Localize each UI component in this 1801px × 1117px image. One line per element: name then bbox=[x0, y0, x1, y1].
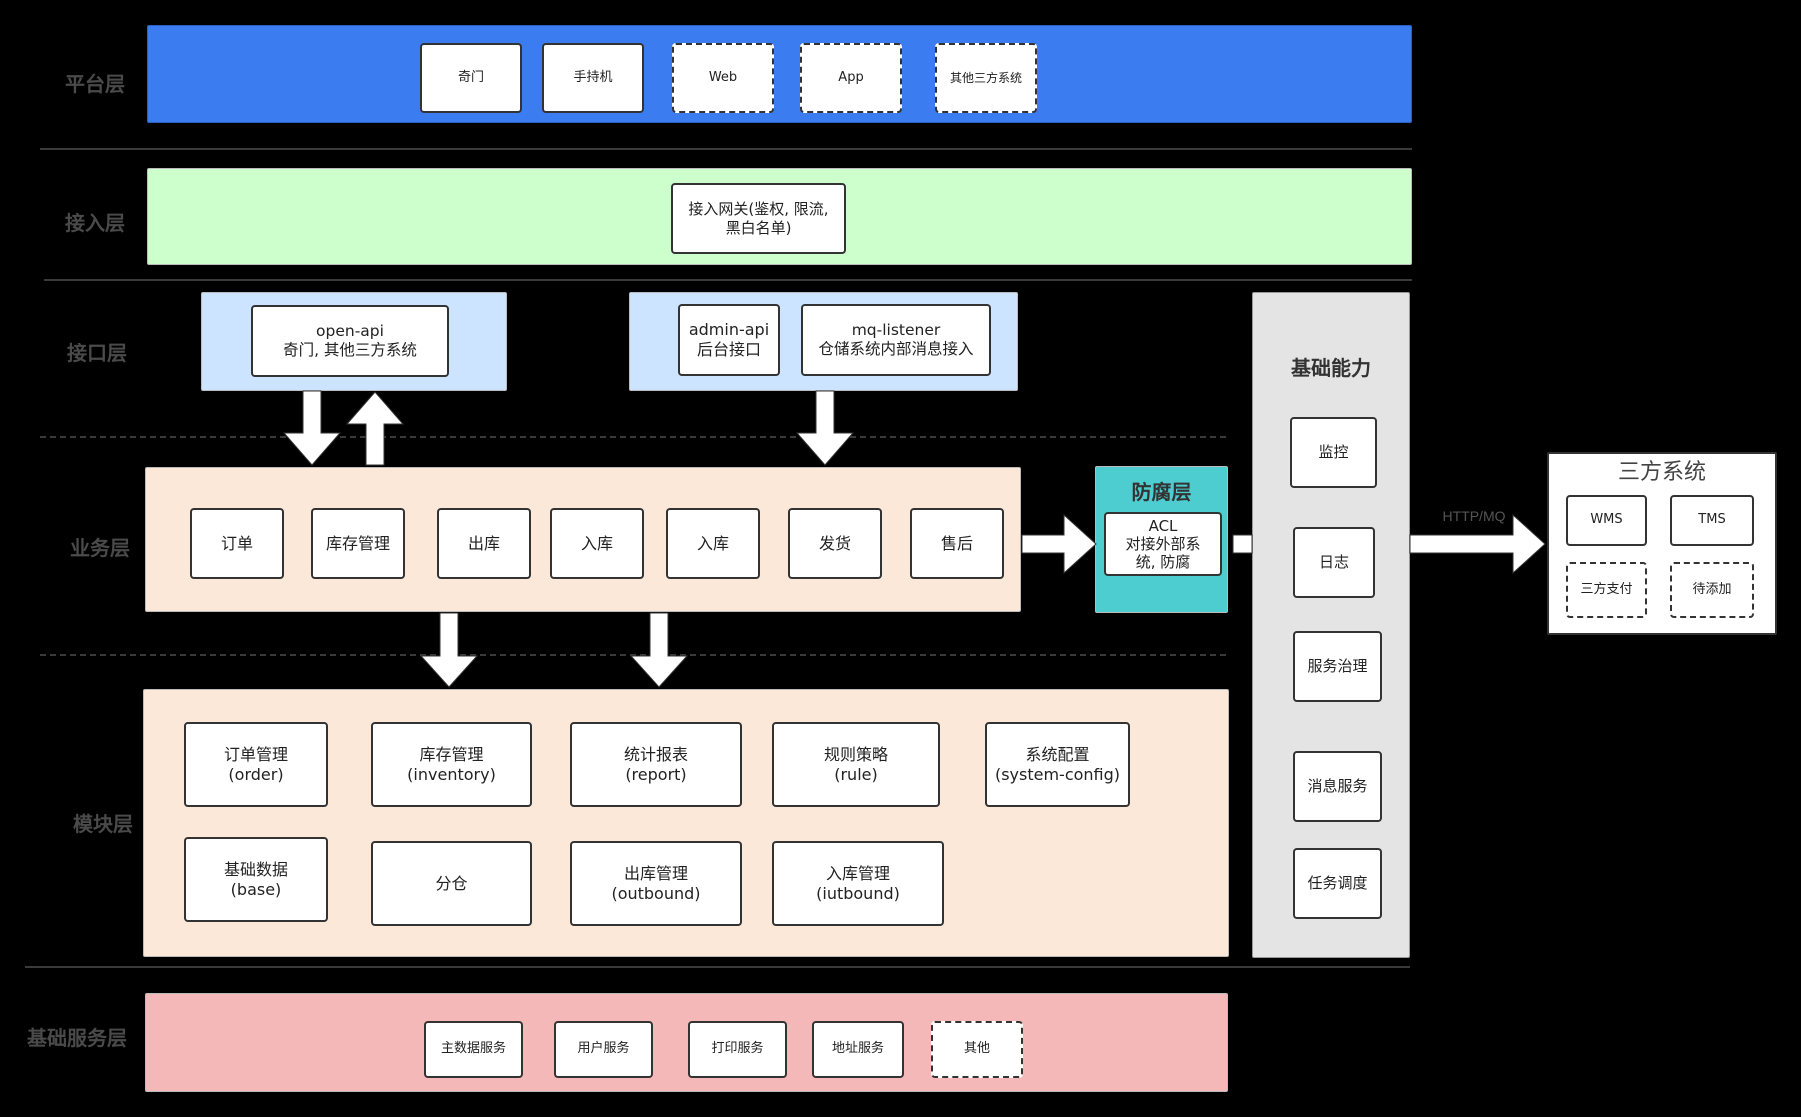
separator-line bbox=[25, 966, 1410, 968]
base-service-address: 地址服务 bbox=[812, 1021, 904, 1078]
layer-label-interface: 接口层 bbox=[67, 341, 127, 365]
separator-line bbox=[44, 279, 1412, 281]
platform-item-web: Web bbox=[672, 43, 774, 113]
separator-line bbox=[40, 148, 1412, 150]
layer-label-module: 模块层 bbox=[73, 812, 133, 836]
third-party-wms: WMS bbox=[1566, 495, 1647, 546]
capability-band bbox=[1252, 292, 1410, 958]
platform-item-handheld: 手持机 bbox=[542, 43, 644, 113]
acl-title: 防腐层 bbox=[1131, 480, 1192, 504]
business-item-inbound: 入库 bbox=[550, 508, 644, 579]
business-item-inbound-2: 入库 bbox=[666, 508, 760, 579]
capability-title: 基础能力 bbox=[1291, 356, 1371, 380]
business-item-inventory: 库存管理 bbox=[311, 508, 405, 579]
connector-bar bbox=[1232, 534, 1253, 554]
base-service-other: 其他 bbox=[931, 1021, 1023, 1078]
capability-task-schedule: 任务调度 bbox=[1293, 848, 1382, 919]
module-inventory: 库存管理 (inventory) bbox=[371, 722, 532, 807]
arrow-right-icon bbox=[1409, 513, 1546, 575]
module-order: 订单管理 (order) bbox=[184, 722, 328, 807]
platform-item-other-third-party: 其他三方系统 bbox=[935, 43, 1037, 113]
third-party-payment: 三方支付 bbox=[1566, 562, 1647, 618]
arrow-down-icon bbox=[629, 612, 689, 688]
business-item-order: 订单 bbox=[190, 508, 284, 579]
module-report: 统计报表 (report) bbox=[570, 722, 742, 807]
module-system-config: 系统配置 (system-config) bbox=[985, 722, 1130, 807]
module-rule: 规则策略 (rule) bbox=[772, 722, 940, 807]
base-service-user: 用户服务 bbox=[554, 1021, 653, 1078]
mq-listener-box: mq-listener 仓储系统内部消息接入 bbox=[801, 304, 991, 376]
arrow-right-icon bbox=[1021, 513, 1097, 575]
separator-dashed-line bbox=[40, 654, 1226, 656]
capability-log: 日志 bbox=[1293, 527, 1375, 598]
separator-dashed-line bbox=[40, 436, 1226, 438]
open-api-box: open-api 奇门, 其他三方系统 bbox=[251, 305, 449, 377]
layer-label-base-service: 基础服务层 bbox=[27, 1026, 127, 1050]
acl-box: ACL 对接外部系 统, 防腐 bbox=[1104, 512, 1222, 576]
business-item-after-sales: 售后 bbox=[910, 508, 1004, 579]
third-party-title: 三方系统 bbox=[1617, 460, 1706, 485]
business-item-delivery: 发货 bbox=[788, 508, 882, 579]
capability-service-governance: 服务治理 bbox=[1293, 631, 1382, 702]
third-party-tms: TMS bbox=[1670, 495, 1754, 546]
module-inbound: 入库管理 (iutbound) bbox=[772, 841, 944, 926]
arrow-down-icon bbox=[282, 390, 342, 466]
capability-message-service: 消息服务 bbox=[1293, 751, 1382, 822]
arrow-up-icon bbox=[345, 391, 405, 466]
platform-item-app: App bbox=[800, 43, 902, 113]
layer-label-business: 业务层 bbox=[70, 536, 130, 560]
base-service-band bbox=[145, 993, 1228, 1092]
http-mq-label: HTTP/MQ bbox=[1442, 508, 1506, 524]
admin-api-box: admin-api 后台接口 bbox=[678, 304, 780, 376]
access-gateway-box: 接入网关(鉴权, 限流, 黑白名单) bbox=[671, 183, 846, 254]
arrow-down-icon bbox=[419, 612, 479, 688]
module-warehouse-split: 分仓 bbox=[371, 841, 532, 926]
platform-band bbox=[147, 25, 1412, 123]
layer-label-access: 接入层 bbox=[65, 211, 125, 235]
third-party-to-add: 待添加 bbox=[1670, 562, 1754, 618]
base-service-print: 打印服务 bbox=[688, 1021, 787, 1078]
business-item-outbound: 出库 bbox=[437, 508, 531, 579]
layer-label-platform: 平台层 bbox=[65, 72, 125, 96]
module-base: 基础数据 (base) bbox=[184, 837, 328, 922]
platform-item-qimen: 奇门 bbox=[420, 43, 522, 113]
base-service-master-data: 主数据服务 bbox=[424, 1021, 523, 1078]
arrow-down-icon bbox=[795, 390, 855, 466]
module-outbound: 出库管理 (outbound) bbox=[570, 841, 742, 926]
capability-monitor: 监控 bbox=[1290, 417, 1377, 488]
